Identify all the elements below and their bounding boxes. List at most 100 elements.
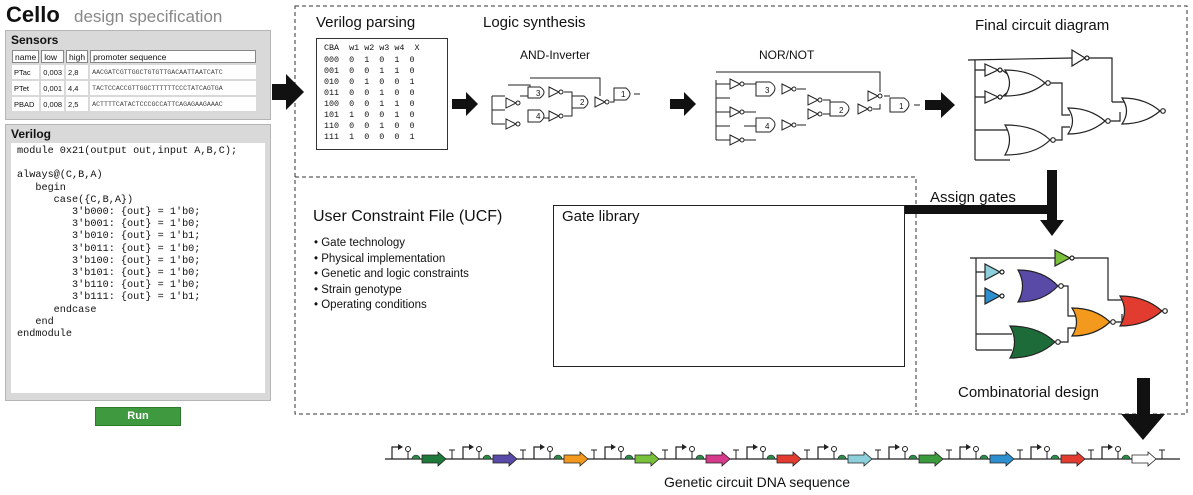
sensor-high[interactable]: 2,8 [66, 65, 89, 79]
rbs-icon [908, 454, 918, 460]
sensor-seq[interactable]: ACTTTTCATACTCCCGCCATTCAGAGAAGAAAC [90, 97, 257, 111]
colored-gate-not-b [984, 287, 1002, 305]
colored-gate-nor-out [1118, 295, 1163, 327]
promoter-icon [462, 446, 471, 459]
ucf-item: Strain genotype [314, 283, 469, 299]
sensor-name[interactable]: PBAD [12, 97, 40, 111]
cds-arrow [705, 451, 731, 467]
label-nor-not: NOR/NOT [759, 48, 815, 62]
terminator-icon [733, 449, 739, 459]
table-row: PTet 0,001 4,4 TACTCCACCGTTGGCTTTTTTCCCT… [12, 81, 257, 95]
arrow-assign-gates [899, 170, 1064, 236]
table-row: PBAD 0,008 2,5 ACTTTTCATACTCCCGCCATTCAGA… [12, 97, 257, 111]
colored-gate-not-a [984, 263, 1002, 281]
sensor-name[interactable]: PTac [12, 65, 40, 79]
ribozyme-icon [902, 446, 908, 452]
cds-arrow [563, 451, 589, 467]
promoter-icon [391, 446, 400, 459]
dna-sequence-track [385, 444, 1180, 467]
promoter-icon [817, 446, 826, 459]
app-subtitle: design specification [74, 7, 223, 26]
ribozyme-icon [547, 446, 553, 452]
promoter-icon [604, 446, 613, 459]
terminator-icon [449, 449, 455, 459]
colored-circuit-diagram [970, 249, 1168, 359]
promoter-icon [1101, 446, 1110, 459]
terminator-icon [662, 449, 668, 459]
ucf-item: Physical implementation [314, 252, 469, 268]
promoter-arrowhead [824, 444, 829, 450]
truth-table-row: 000 0 1 0 1 0 [324, 55, 415, 65]
terminator-icon [1017, 449, 1023, 459]
ribozyme-icon [476, 446, 482, 452]
ribozyme-icon [973, 446, 979, 452]
terminator-icon [804, 449, 810, 459]
sensor-high[interactable]: 4,4 [66, 81, 89, 95]
verilog-code-editor[interactable]: module 0x21(output out,input A,B,C); alw… [11, 143, 265, 393]
cds-arrow [776, 451, 802, 467]
ucf-frame-divider [295, 176, 917, 412]
promoter-arrowhead [469, 444, 474, 450]
sensor-low[interactable]: 0,001 [41, 81, 65, 95]
sensors-table: name low high promoter sequence PTac 0,0… [10, 48, 258, 113]
cds-arrow [989, 451, 1015, 467]
gate-label: 2 [839, 106, 844, 115]
ribozyme-icon [618, 446, 624, 452]
colored-gate-nor-mid [1070, 307, 1111, 337]
arrow-nor [670, 92, 696, 116]
rbs-icon [837, 454, 847, 460]
sensor-low[interactable]: 0,003 [41, 65, 65, 79]
sensor-seq[interactable]: TACTCCACCGTTGGCTTTTTTCCCTATCAGTGA [90, 81, 257, 95]
col-promoter-sequence: promoter sequence [90, 50, 257, 63]
terminator-icon [875, 449, 881, 459]
promoter-arrowhead [1037, 444, 1042, 450]
truth-table: CBA w1 w2 w3 w4 X 000 0 1 0 1 0 001 0 0 … [316, 38, 448, 150]
sensor-low[interactable]: 0,008 [41, 97, 65, 111]
terminator-icon [946, 449, 952, 459]
gate-label: 3 [536, 89, 541, 98]
label-assign-gates: Assign gates [930, 189, 1016, 206]
final-circuit-diagram [967, 48, 1166, 161]
sensor-seq[interactable]: AACGATCGTTGGCTGTGTTGACAATTAATCATC [90, 65, 257, 79]
promoter-arrowhead [895, 444, 900, 450]
ucf-item: Gate technology [314, 236, 469, 252]
promoter-arrowhead [1108, 444, 1113, 450]
arrow-final [925, 92, 955, 118]
ucf-item: Operating conditions [314, 298, 469, 314]
rbs-icon [553, 454, 563, 460]
arrow-combinatorial [1121, 378, 1165, 440]
ribozyme-icon [1044, 446, 1050, 452]
truth-table-row: 110 0 0 1 0 0 [324, 121, 415, 131]
colored-gate-nor-bottom [1008, 325, 1056, 359]
promoter-icon [1030, 446, 1039, 459]
synthesis-frame [294, 5, 1188, 415]
cds-arrow [634, 451, 660, 467]
verilog-panel: Verilog module 0x21(output out,input A,B… [5, 124, 271, 401]
run-button[interactable]: Run [95, 407, 181, 426]
cds-arrow [492, 451, 518, 467]
col-name: name [12, 50, 40, 63]
col-low: low [41, 50, 65, 63]
promoter-icon [888, 446, 897, 459]
sensors-panel: Sensors name low high promoter sequence … [5, 30, 271, 120]
gate-label: 1 [899, 102, 904, 111]
promoter-icon [746, 446, 755, 459]
rbs-icon [482, 454, 492, 460]
arrow-synthesis [452, 92, 478, 116]
col-high: high [66, 50, 89, 63]
nor-not-circuit-icon: 3 4 2 1 [715, 71, 920, 146]
sensor-name[interactable]: PTet [12, 81, 40, 95]
promoter-arrowhead [753, 444, 758, 450]
promoter-arrowhead [540, 444, 545, 450]
sensor-high[interactable]: 2,5 [66, 97, 89, 111]
colored-gate-not-top [1054, 249, 1072, 267]
rbs-icon [1121, 454, 1131, 460]
label-and-inverter: AND-Inverter [520, 48, 591, 62]
truth-table-header: CBA w1 w2 w3 w4 X [324, 43, 420, 53]
arrow-input [272, 74, 304, 110]
ucf-list: Gate technology Physical implementation … [314, 236, 469, 314]
truth-table-row: 111 1 0 0 0 1 [324, 132, 415, 142]
gate-label: 4 [536, 112, 541, 121]
terminator-icon [520, 449, 526, 459]
truth-table-row: 011 0 0 1 0 0 [324, 88, 415, 98]
